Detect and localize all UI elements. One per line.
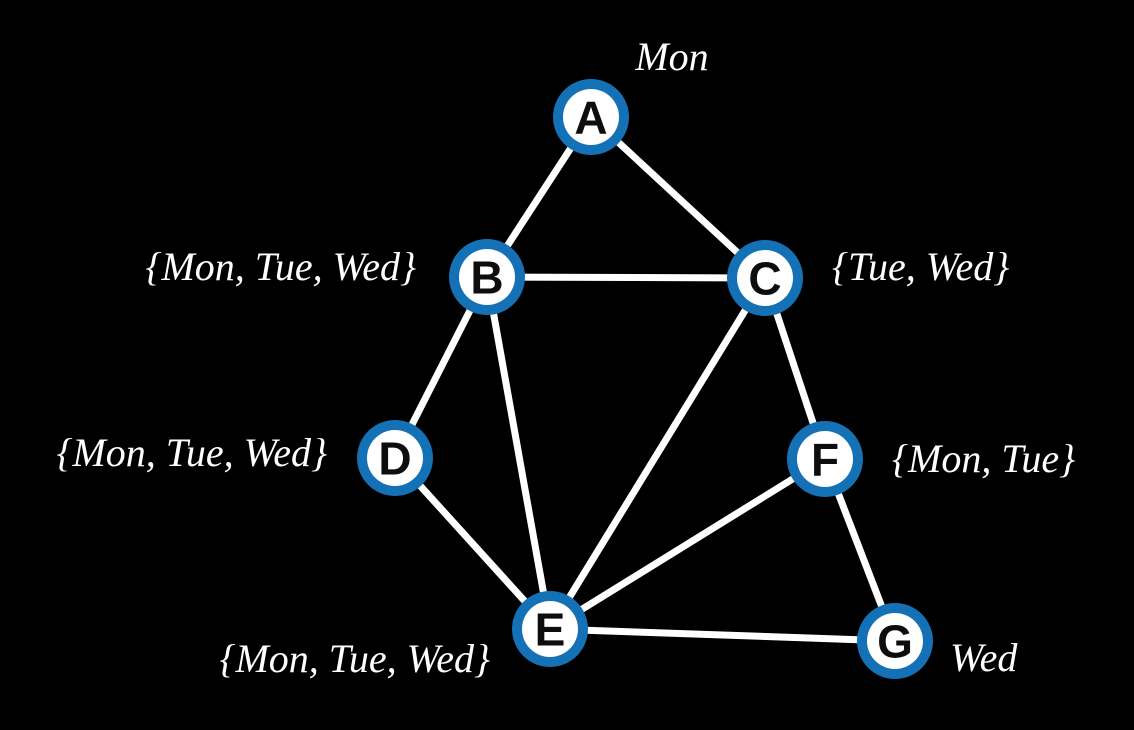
node-A: A (553, 79, 629, 155)
domain-label-F: {Mon, Tue} (892, 436, 1075, 481)
node-E-letter: E (535, 604, 566, 656)
edges-layer (391, 113, 899, 645)
node-C: C (727, 240, 803, 316)
edge-C-E (546, 274, 769, 633)
node-C-face (737, 250, 793, 306)
node-B: B (449, 239, 525, 315)
domain-label-B: {Mon, Tue, Wed} (145, 244, 416, 289)
domain-label-C: {Tue, Wed} (832, 244, 1009, 289)
domain-label-D: {Mon, Tue, Wed} (56, 430, 327, 475)
node-A-face (563, 89, 619, 145)
node-G-face (867, 613, 923, 669)
node-F-letter: F (811, 434, 839, 486)
edge-E-G (546, 625, 899, 645)
nodes-layer: A B C D E F G (357, 79, 933, 679)
edge-E-F (546, 455, 829, 633)
labels-layer: Mon {Mon, Tue, Wed} {Tue, Wed} {Mon, Tue, W… (56, 34, 1075, 681)
domain-label-A: Mon (634, 34, 708, 79)
node-F-face (797, 431, 853, 487)
edge-D-E (391, 454, 554, 633)
domain-label-G: Wed (950, 635, 1018, 680)
node-A-letter: A (574, 92, 607, 144)
domain-label-E: {Mon, Tue, Wed} (219, 636, 490, 681)
edge-B-E (483, 273, 554, 633)
node-D-letter: D (378, 433, 411, 485)
node-E-face (522, 601, 578, 657)
node-B-letter: B (470, 252, 503, 304)
node-B-face (459, 249, 515, 305)
node-F: F (787, 421, 863, 497)
node-D-face (367, 430, 423, 486)
edge-A-C (587, 113, 769, 282)
node-E: E (512, 591, 588, 667)
edge-B-C (483, 273, 769, 282)
node-G-letter: G (877, 616, 913, 668)
node-D: D (357, 420, 433, 496)
node-C-letter: C (748, 253, 781, 305)
node-G: G (857, 603, 933, 679)
